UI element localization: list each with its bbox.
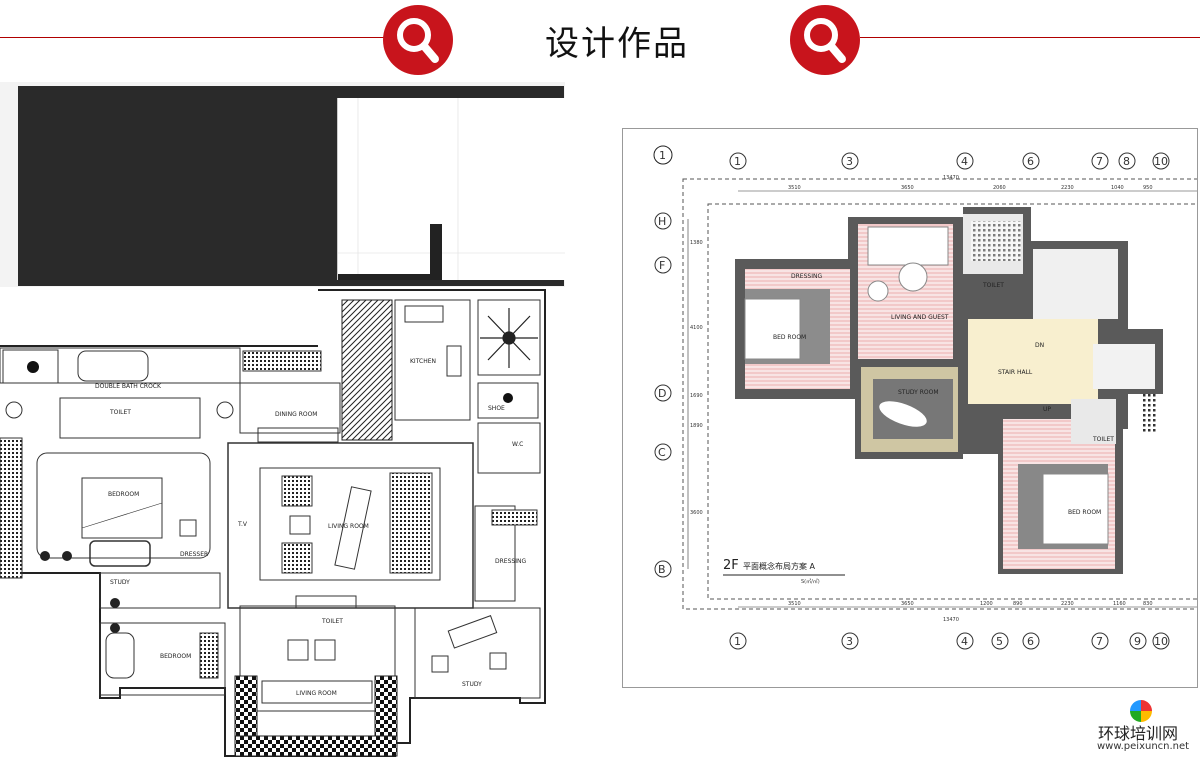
dim-total-top: 13470 <box>943 175 959 181</box>
dims-bottom: 3510 3650 1200 890 2230 1160 830 <box>788 601 1153 607</box>
dim-top-3: 2230 <box>1061 185 1074 191</box>
flower-icon <box>40 551 120 633</box>
dim-top-4: 1040 <box>1111 185 1124 191</box>
search-badge-left[interactable] <box>383 5 453 75</box>
dim-bottom-6: 830 <box>1143 601 1153 607</box>
room-label-study: STUDY ROOM <box>898 389 939 396</box>
axis-left: H F D C B <box>654 212 672 578</box>
dim-top-0: 3510 <box>788 185 801 191</box>
caption-scale: S(㎡/㎡) <box>801 578 820 585</box>
axis-top-6: 10 <box>1154 155 1168 168</box>
floor-plan-left-svg: DOUBLE BATH CROCK TOILET BEDROOM DRESSER… <box>0 289 546 757</box>
room-label-living-main: LIVING ROOM <box>328 523 369 530</box>
axis-left-1: F <box>659 259 665 272</box>
room-label-double-bath: DOUBLE BATH CROCK <box>95 383 162 390</box>
axis-top-4: 7 <box>1096 155 1103 168</box>
room-label-toilet-1: TOILET <box>982 282 1004 289</box>
axis-left-3: C <box>658 446 666 459</box>
room-label-study-left: STUDY <box>110 579 130 586</box>
dims-top: 3510 3650 2060 2230 1040 950 <box>788 185 1153 191</box>
room-label-stair: STAIR HALL <box>998 369 1033 376</box>
room-label-living-lower: LIVING ROOM <box>296 690 337 697</box>
axis-bottom-6: 9 <box>1134 635 1141 648</box>
dim-top-2: 2060 <box>993 185 1006 191</box>
caption-level: 2F <box>723 558 739 573</box>
dim-bottom-5: 1160 <box>1113 601 1126 607</box>
dim-left-3: 1890 <box>690 423 703 429</box>
room-label-dining: DINING ROOM <box>275 411 317 418</box>
room-label-toilet-lower: TOILET <box>321 618 343 625</box>
axis-top: 1 3 4 6 7 8 10 <box>729 152 1170 170</box>
header-rule-left <box>0 37 385 38</box>
axis-left-4: B <box>658 563 666 576</box>
elevation-drawing <box>337 98 565 280</box>
room-label-dressing-r: DRESSING <box>791 273 822 280</box>
room-label-toilet-2: TOILET <box>1092 436 1114 443</box>
dim-total-bottom: 13470 <box>943 617 959 623</box>
axis-top-2: 4 <box>961 155 968 168</box>
dim-bottom-4: 2230 <box>1061 601 1074 607</box>
axis-left-2: D <box>658 387 666 400</box>
axis-bottom: 1 3 4 5 6 7 9 10 <box>729 632 1170 650</box>
room-label-dressing: DRESSING <box>495 558 526 565</box>
dim-top-5: 950 <box>1143 185 1153 191</box>
logo-url[interactable]: www.peixuncn.net <box>1097 741 1190 752</box>
axis-top-0: 1 <box>734 155 741 168</box>
label-up: UP <box>1043 406 1051 413</box>
dims-left: 1380 4100 1690 1890 3600 <box>690 240 703 516</box>
axis-bottom-4: 6 <box>1027 635 1034 648</box>
dim-left-1: 4100 <box>690 325 703 331</box>
room-label-toilet-top: TOILET <box>109 409 131 416</box>
axis-top-5: 8 <box>1123 155 1130 168</box>
axis-top-1: 3 <box>846 155 853 168</box>
axis-top-3: 6 <box>1027 155 1034 168</box>
room-label-dresser: DRESSER <box>180 551 208 558</box>
dim-top-1: 3650 <box>901 185 914 191</box>
elevation-lines <box>338 98 565 280</box>
floor-plan-left: DOUBLE BATH CROCK TOILET BEDROOM DRESSER… <box>0 288 560 758</box>
axis-bottom-2: 4 <box>961 635 968 648</box>
dim-left-0: 1380 <box>690 240 703 246</box>
page-title: 设计作品 <box>545 24 689 64</box>
dim-bottom-0: 3510 <box>788 601 801 607</box>
room-label-bed-room-2: BED ROOM <box>1068 509 1101 516</box>
logo-name: 环球培训网 <box>1098 724 1179 743</box>
room-label-shoe: SHOE <box>488 405 505 412</box>
room-label-bedroom-main: BEDROOM <box>108 491 139 498</box>
room-label-study-right: STUDY <box>462 681 482 688</box>
dim-left-2: 1690 <box>690 393 703 399</box>
plant-icon <box>480 308 538 368</box>
axis-bottom-1: 3 <box>846 635 853 648</box>
room-label-tv: T.V <box>237 521 248 528</box>
axis-bottom-0: 1 <box>734 635 741 648</box>
header-rule-right <box>860 37 1200 38</box>
floor-plan-right: 1 13470 13470 3510 3650 2060 2230 1040 9… <box>623 129 1200 687</box>
caption-text: 平面概念布局方案 A <box>743 561 816 571</box>
marker-number: 1 <box>659 149 666 162</box>
dim-bottom-3: 890 <box>1013 601 1023 607</box>
axis-left-0: H <box>658 215 666 228</box>
search-icon <box>397 18 439 63</box>
room-label-living-guest: LIVING AND GUEST <box>891 314 949 321</box>
axis-bottom-7: 10 <box>1154 635 1168 648</box>
dim-bottom-1: 3650 <box>901 601 914 607</box>
search-icon <box>804 18 846 63</box>
building-walls <box>735 207 1163 574</box>
search-badge-right[interactable] <box>790 5 860 75</box>
dim-bottom-2: 1200 <box>980 601 993 607</box>
floor-plan-right-svg: 1 13470 13470 3510 3650 2060 2230 1040 9… <box>653 145 1200 650</box>
axis-bottom-3: 5 <box>996 635 1003 648</box>
dim-left-4: 3600 <box>690 510 703 516</box>
room-label-kitchen: KITCHEN <box>410 358 436 365</box>
label-dn: DN <box>1035 342 1044 349</box>
room-label-bedroom-lower: BEDROOM <box>160 653 191 660</box>
room-label-bed-room-1: BED ROOM <box>773 334 806 341</box>
room-label-wc: W.C <box>512 441 523 448</box>
logo-icon <box>1130 700 1152 722</box>
axis-bottom-5: 7 <box>1096 635 1103 648</box>
